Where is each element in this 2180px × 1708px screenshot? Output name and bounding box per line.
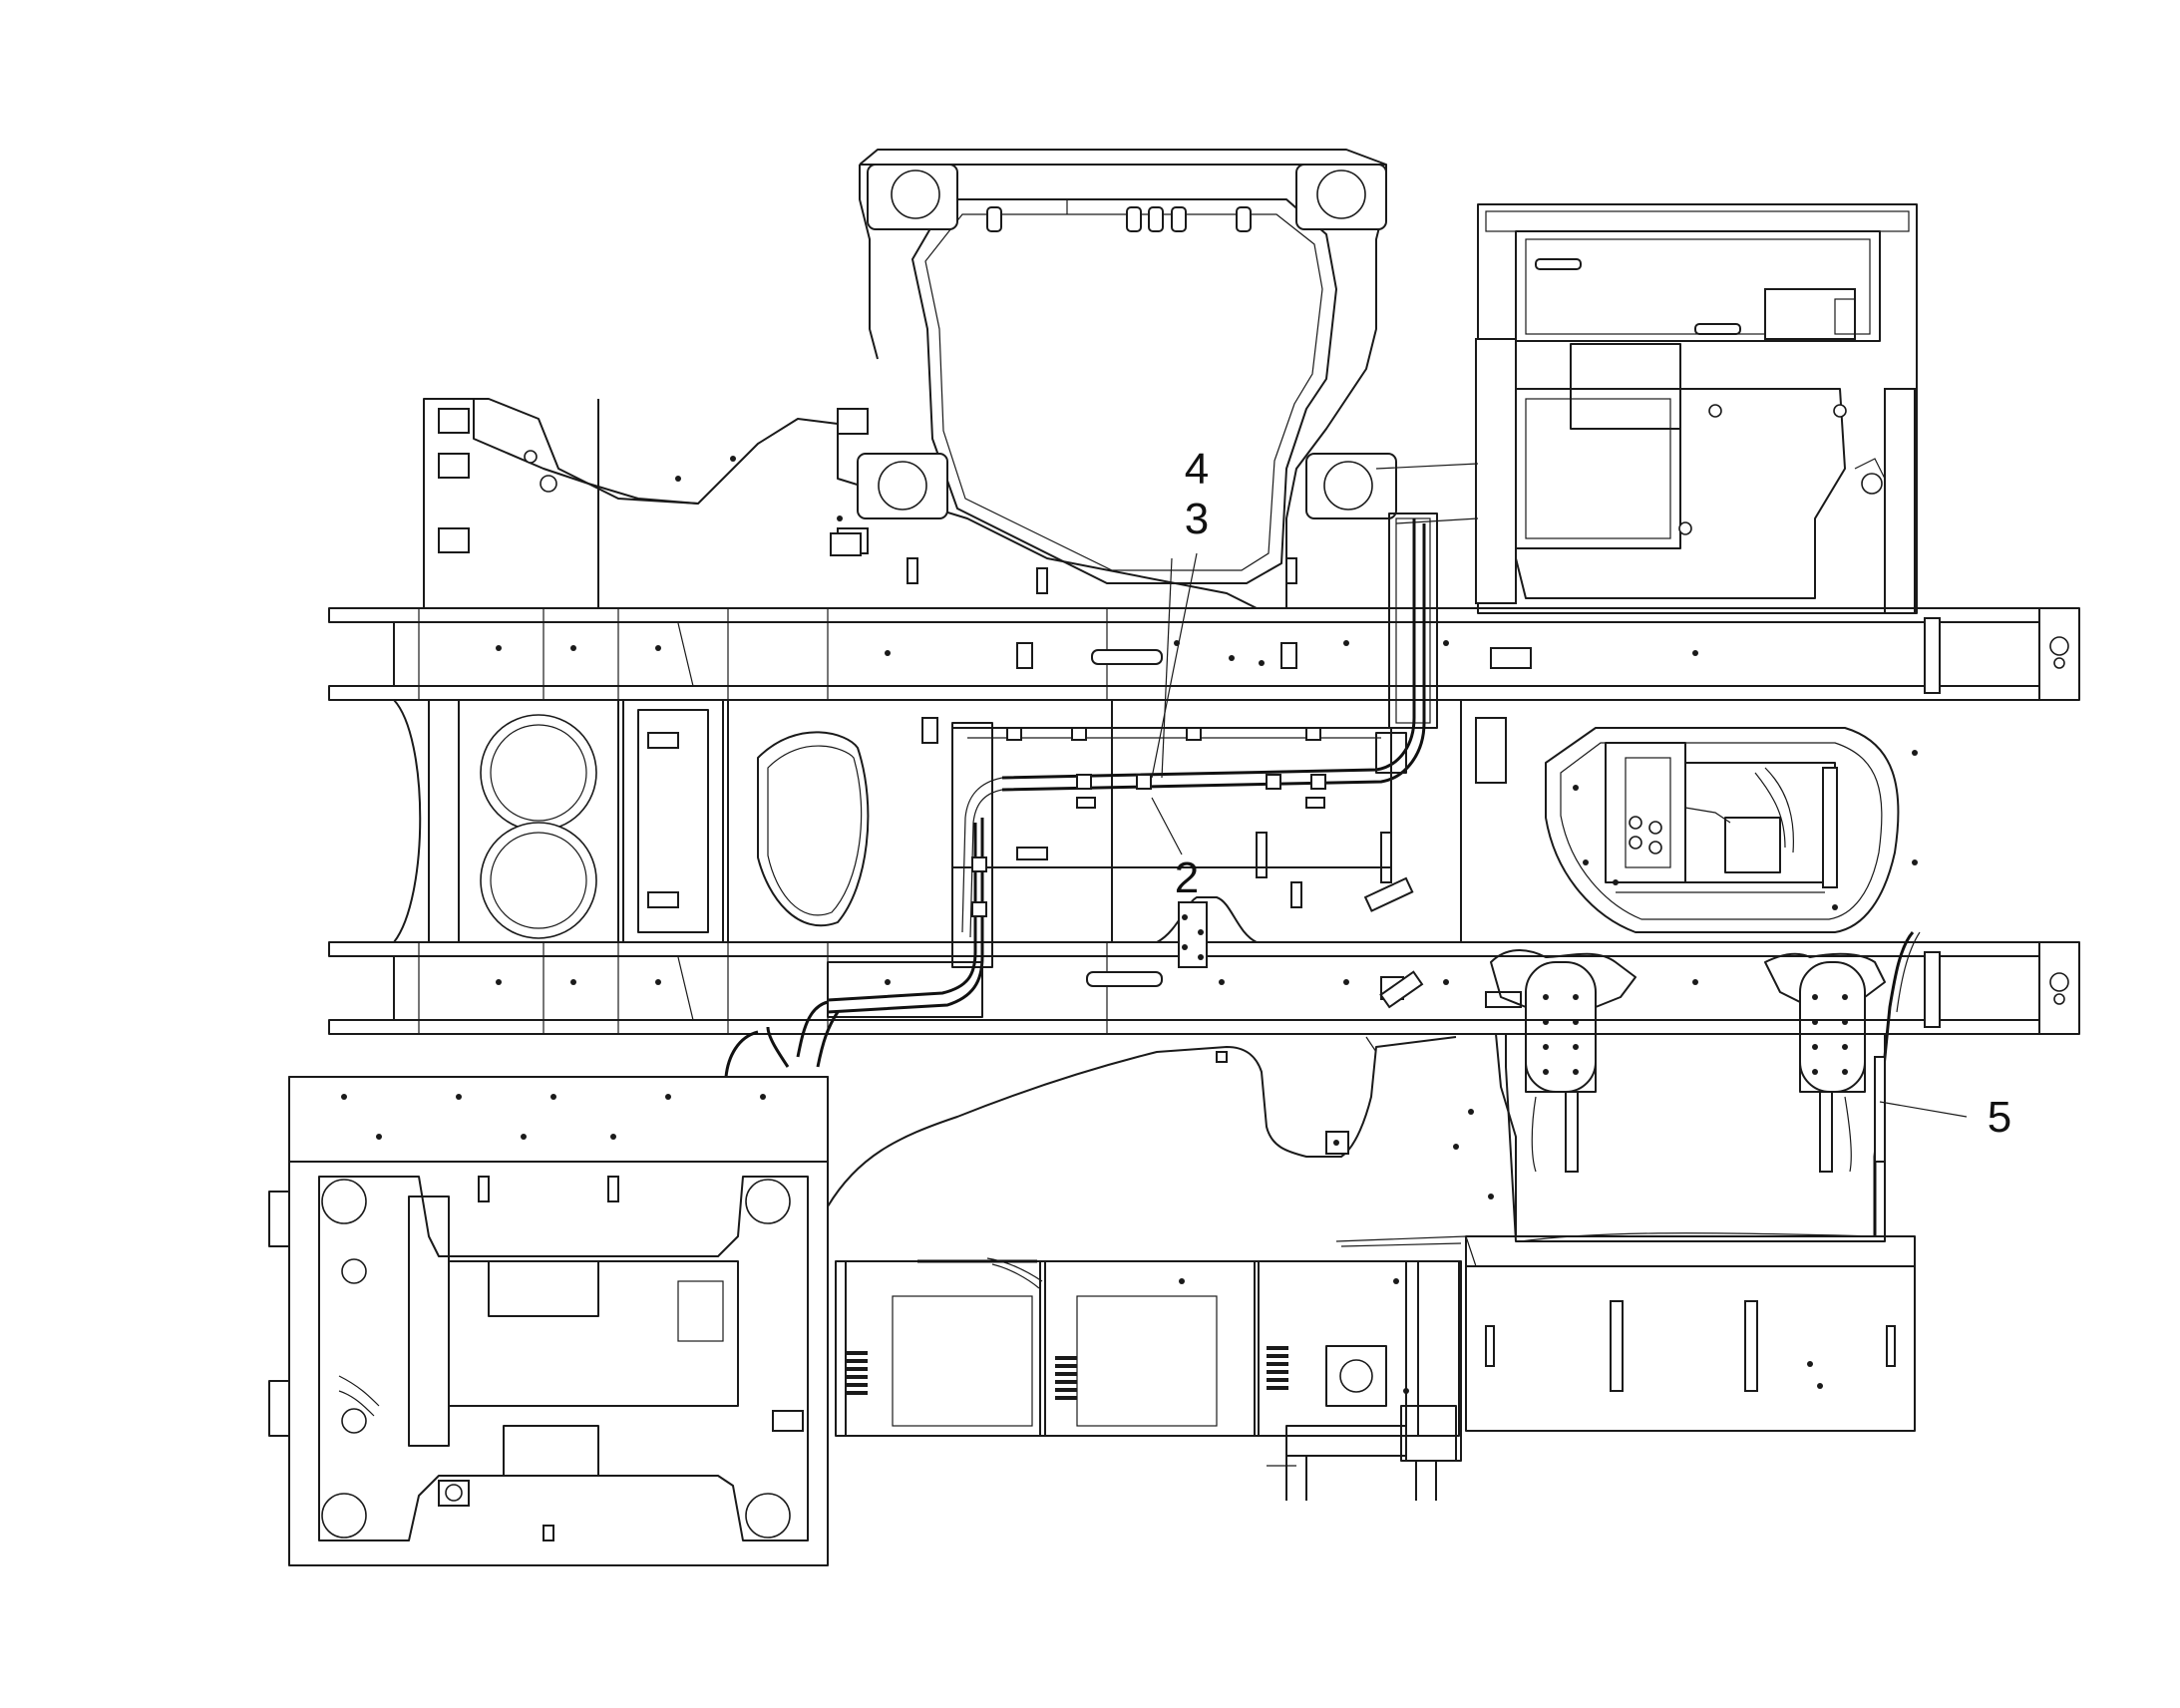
main-frame-rails <box>328 607 2080 1035</box>
vent-grille-3 <box>1267 1346 1288 1390</box>
leader-line-3 <box>1161 557 1173 779</box>
callout-3: 3 <box>1185 495 1209 543</box>
callout-4: 4 <box>1185 445 1209 494</box>
upper-center-frame <box>423 149 1397 609</box>
leader-line-2 <box>1151 797 1183 855</box>
wiring-harness <box>724 512 1438 1078</box>
lower-middle-cabinets <box>835 1257 1462 1501</box>
center-frame-section <box>393 699 1921 1236</box>
lower-left-equipment-box <box>268 1076 829 1566</box>
callouts: 4 3 2 5 <box>1151 445 2011 1142</box>
lower-right-equipment-box <box>827 949 1925 1432</box>
upper-right-equipment-frame <box>1375 203 1918 614</box>
leader-line-4 <box>1151 552 1198 779</box>
vent-grille-1 <box>846 1351 868 1395</box>
vent-grille-2 <box>1055 1356 1077 1400</box>
leader-line-5 <box>1879 1101 1968 1118</box>
callout-2: 2 <box>1175 854 1199 902</box>
callout-5: 5 <box>1988 1093 2011 1142</box>
